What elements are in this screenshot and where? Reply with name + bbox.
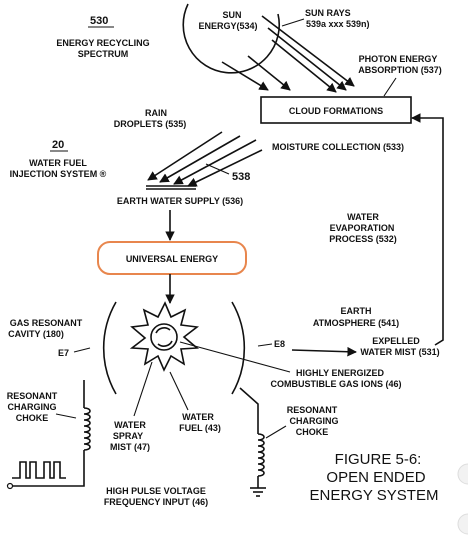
gas-cavity-label-line-1: GAS RESONANT [10,318,83,328]
choke-left-label-line-1: RESONANT [7,391,58,401]
e7-leader [73,347,91,353]
photon-label-line-1: PHOTON ENERGY [359,54,438,64]
choke-right-label-line-2: CHARGING [290,416,339,426]
energy-core-swirl-1 [155,327,171,334]
moisture-label: MOISTURE COLLECTION (533) [272,142,404,152]
choke-left-wire-bottom [12,450,85,487]
choke-left-label-line-3: CHOKE [16,413,49,423]
rain-streak-4 [187,149,263,187]
sun-rays-label-line-1: SUN RAYS [305,8,351,18]
sun-rays-leader [281,18,305,27]
pulse-input-label-line-2: FREQUENCY INPUT (46) [104,497,208,507]
rain-streak-3 [173,139,257,185]
pulse-input-label-line-1: HIGH PULSE VOLTAGE [106,486,206,496]
expelled-label-line-1: EXPELLED [372,336,420,346]
page-edge-shape-2 [457,513,468,535]
photon-label-line-2: ABSORPTION (537) [358,65,442,75]
caption-line-2: OPEN ENDED [326,469,425,486]
sun-rays-label-line-2: 539a xxx 539n) [306,19,370,29]
energy-core-swirl-2 [157,340,173,347]
choke-right-coil [257,433,265,477]
atmosphere-label-line-2: ATMOSPHERE (541) [313,318,399,328]
water-fuel-43-leader [169,371,189,411]
evaporation-label-line-3: PROCESS (532) [329,234,397,244]
sun-ray-2 [267,27,347,91]
rain-label-line-1: RAIN [145,108,167,118]
pulse-input-terminal [6,482,14,490]
gas-ions-label-line-2: COMBUSTIBLE GAS IONS (46) [270,379,401,389]
spray-mist-label-line-1: WATER [114,420,146,430]
cloud-formations-label: CLOUD FORMATIONS [289,106,383,116]
photon-leader [383,77,397,97]
figure-number: 530 [90,15,108,27]
spray-mist-label-line-3: MIST (47) [110,442,150,452]
choke-left-leader [55,413,77,419]
rain-streak-1 [147,131,223,181]
spectrum-label-line-2: SPECTRUM [78,49,129,59]
evaporation-label-line-1: WATER [347,212,379,222]
sun-ray-3 [271,39,337,93]
universal-energy-box [97,241,247,275]
pulse-waveform [12,461,66,479]
cavity-right-arc [231,301,246,395]
evaporation-return-line [411,113,444,346]
spray-mist-label-line-2: SPRAY [113,431,143,441]
choke-right-leader [265,425,287,439]
atmosphere-label-line-1: EARTH [341,306,372,316]
sun-ray-4 [247,55,291,91]
choke-right-label-line-3: CHOKE [296,427,329,437]
earth-water-label: EARTH WATER SUPPLY (536) [117,196,243,206]
rain-label-line-2: DROPLETS (535) [114,119,187,129]
spray-mist-leader [133,361,153,417]
gas-ions-leader [179,341,291,373]
choke-left-label-line-2: CHARGING [8,402,57,412]
gas-ions-label-line-1: HIGHLY ENERGIZED [296,368,385,378]
e7-label: E7 [58,348,69,358]
rain-streak-2 [159,135,241,183]
spectrum-label-line-1: ENERGY RECYCLING [56,38,149,48]
choke-right-wire-top [239,387,259,434]
expelled-label-line-2: WATER MIST (531) [360,347,439,357]
choke-left-coil [83,407,91,451]
water-fuel-43-label-line-2: FUEL (43) [179,423,221,433]
e8-label: E8 [274,339,285,349]
water-fuel-label-line-1: WATER FUEL [29,158,87,168]
sun-ray-5 [221,61,269,91]
choke-right-label-line-1: RESONANT [287,405,338,415]
sun-ray-1 [261,15,355,87]
ref-538-label: 538 [232,171,250,183]
sun-label-line-2: ENERGY(534) [198,21,257,31]
sun-label-line-1: SUN [222,10,241,20]
caption-line-3: ENERGY SYSTEM [310,487,439,504]
page-edge-shape-1 [457,463,468,485]
evaporation-label-line-2: EVAPORATION [330,223,395,233]
caption-line-1: FIGURE 5-6: [335,451,422,468]
sun-circle [182,3,281,74]
expelled-mist-arrow [291,346,357,357]
ref-538-leader [205,163,230,175]
water-fuel-43-label-line-1: WATER [182,412,214,422]
water-fuel-number: 20 [52,139,64,151]
e8-leader [257,343,273,347]
cavity-left-arc [102,301,117,395]
water-fuel-label-line-2: INJECTION SYSTEM ® [10,169,107,179]
gas-cavity-label-line-2: CAVITY (180) [8,329,64,339]
cloud-formations-box [260,96,412,124]
universal-energy-label: UNIVERSAL ENERGY [126,254,218,264]
